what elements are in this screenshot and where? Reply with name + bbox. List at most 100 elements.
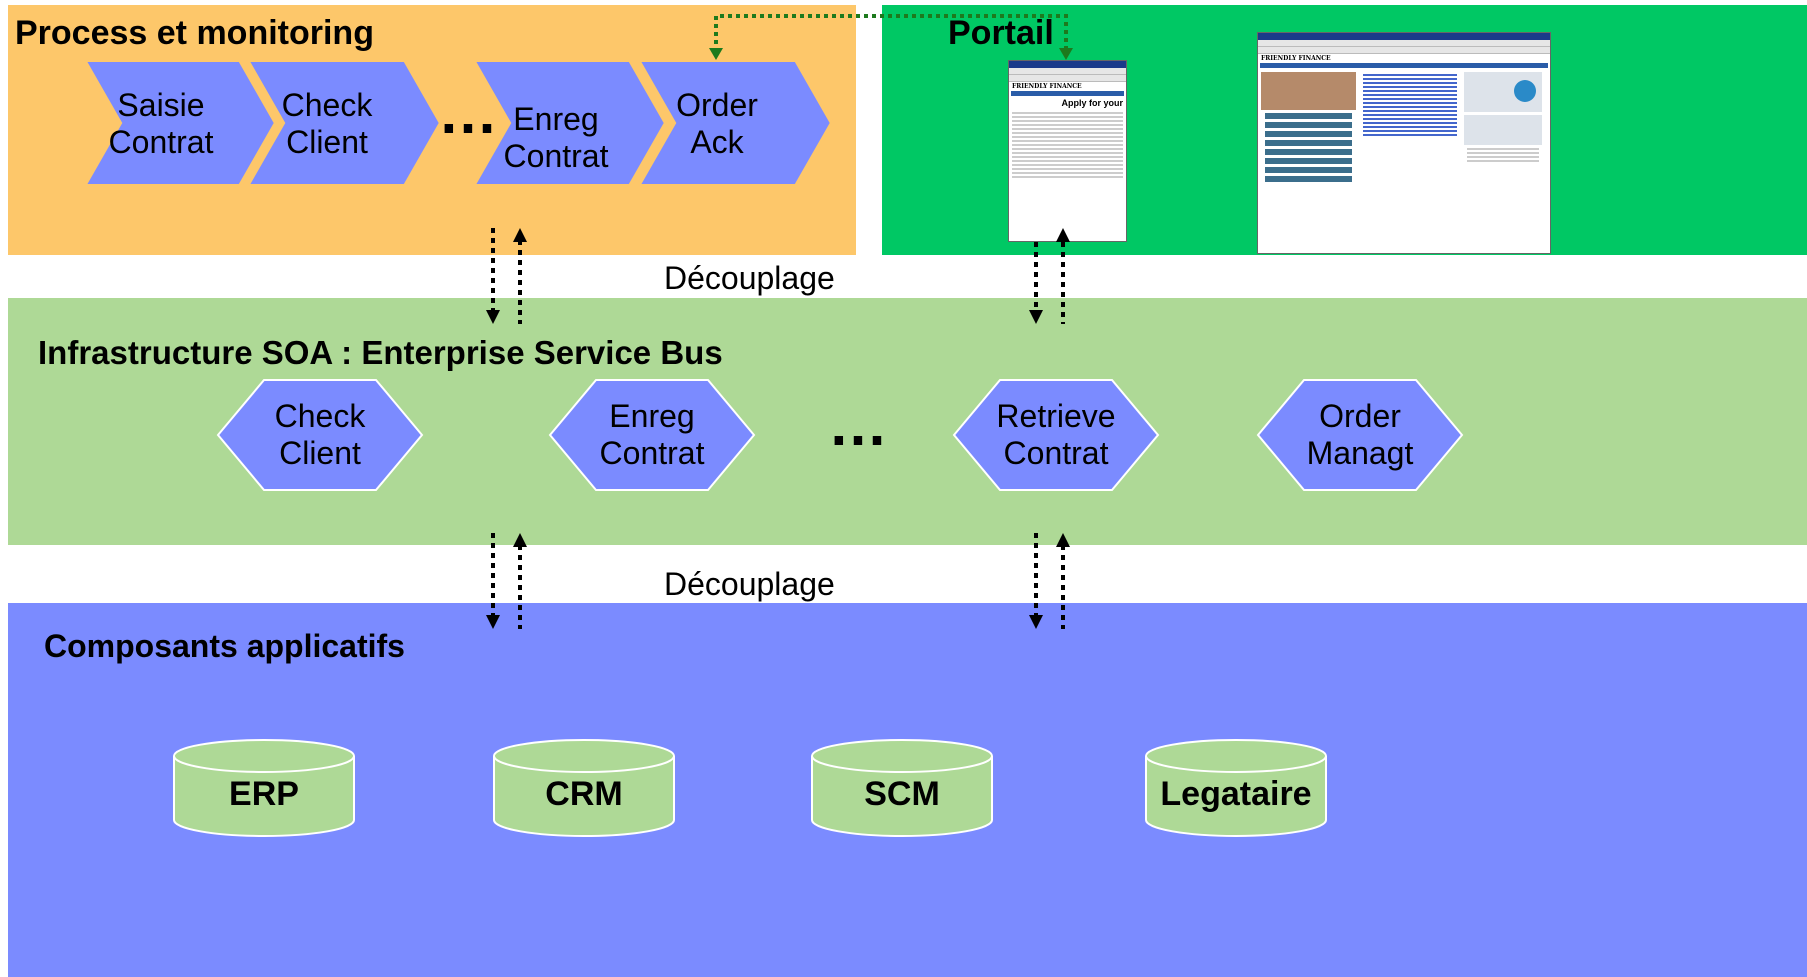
screenshot-small-form-line [1012, 164, 1123, 166]
screenshot-large-news-line [1363, 90, 1457, 92]
process-step-enreg-line1: Enreg [513, 101, 599, 138]
screenshot-small-brand: FRIENDLY FINANCE [1012, 83, 1082, 90]
process-step-check: Check Client [262, 84, 392, 164]
screenshot-large-nav-item [1265, 158, 1352, 164]
esb-service-order-line1: Order [1319, 398, 1401, 435]
esb-service-check: Check Client [240, 395, 400, 475]
screenshot-large-news-line [1363, 126, 1457, 128]
screenshot-large-news-line [1363, 106, 1457, 108]
esb-service-retrieve-line1: Retrieve [996, 398, 1116, 435]
screenshot-large-addressbar [1258, 47, 1550, 54]
arrowhead-down [486, 615, 500, 629]
screenshot-large-brand: FRIENDLY FINANCE [1261, 55, 1331, 62]
screenshot-small-form-line [1012, 124, 1123, 126]
screenshot-small-form-line [1012, 132, 1123, 134]
screenshot-small-form-line [1012, 128, 1123, 130]
process-step-enreg: Enreg Contrat [490, 98, 622, 178]
portal-screenshot-large: FRIENDLY FINANCE [1257, 32, 1551, 254]
process-step-shape-saisie [80, 58, 279, 188]
screenshot-large-news-line [1363, 110, 1457, 112]
screenshot-small-menubar [1009, 68, 1126, 75]
connector-arrowhead-left [709, 48, 723, 60]
screenshot-large-columns [1258, 68, 1550, 189]
screenshot-large-nav-item [1265, 113, 1352, 119]
process-step-order: Order Ack [652, 84, 782, 164]
screenshot-large-middle-column [1360, 72, 1460, 185]
screenshot-large-rate-line [1467, 148, 1539, 150]
esb-service-enreg: Enreg Contrat [572, 395, 732, 475]
screenshot-small-titlebar [1009, 61, 1126, 68]
screenshot-small-form-line [1012, 116, 1123, 118]
screenshot-large-news-line [1363, 134, 1457, 136]
screenshot-large-news-line [1363, 114, 1457, 116]
screenshot-large-rate-line [1467, 152, 1539, 154]
process-step-shape-check [243, 58, 444, 188]
screenshot-large-nav [1260, 63, 1548, 68]
arrowhead-up [513, 228, 527, 242]
screenshot-small-heading: Apply for your [1061, 98, 1123, 108]
decoupling-label-top: Découplage [664, 260, 835, 296]
esb-title: Infrastructure SOA : Enterprise Service … [38, 334, 723, 371]
screenshot-small-form-line [1012, 172, 1123, 174]
screenshot-large-rate-badge [1514, 80, 1536, 102]
screenshot-large-right-column [1464, 72, 1542, 185]
screenshot-large-news-line [1363, 122, 1457, 124]
esb-service-shape-order [1256, 379, 1464, 491]
esb-service-shape-check [216, 379, 424, 491]
screenshot-large-menubar [1258, 40, 1550, 47]
esb-service-check-line2: Client [279, 435, 361, 471]
cylinder-scm [811, 739, 993, 837]
process-step-check-line1: Check [281, 87, 373, 124]
screenshot-large-news-line [1363, 102, 1457, 104]
cylinder-legataire [1145, 739, 1327, 837]
screenshot-large-rate-line [1467, 156, 1539, 158]
cylinder-erp [173, 739, 355, 837]
screenshot-large-titlebar [1258, 33, 1550, 40]
process-step-saisie-line1: Saisie [117, 87, 205, 124]
screenshot-large-news-line [1363, 130, 1457, 132]
screenshot-large-news-line [1363, 74, 1457, 76]
esb-service-retrieve: Retrieve Contrat [976, 395, 1136, 475]
screenshot-large-nav-item [1265, 131, 1352, 137]
screenshot-large-nav-item [1265, 149, 1352, 155]
screenshot-small-form-line [1012, 168, 1123, 170]
process-step-enreg-line2: Contrat [503, 138, 609, 174]
process-step-order-line2: Ack [690, 124, 744, 160]
screenshot-large-nav-item [1265, 167, 1352, 173]
process-step-shape-order [634, 58, 835, 188]
screenshot-small-addressbar [1009, 75, 1126, 82]
screenshot-large-news-line [1363, 94, 1457, 96]
process-step-saisie-line2: Contrat [108, 124, 214, 160]
screenshot-large-credit-panel [1464, 115, 1542, 145]
arrowhead-up [1056, 228, 1070, 242]
process-step-shape-enreg [469, 58, 669, 188]
connector-arrowhead-right [1059, 48, 1073, 60]
esb-service-enreg-line2: Contrat [599, 435, 705, 471]
cylinder-crm [493, 739, 675, 837]
esb-service-shape-retrieve [952, 379, 1160, 491]
component-legataire-label: Legataire [1160, 775, 1312, 814]
decoupling-label-bottom: Découplage [664, 566, 835, 602]
screenshot-large-nav-item [1265, 140, 1352, 146]
screenshot-small-form-line [1012, 140, 1123, 142]
esb-service-order-line2: Managt [1306, 435, 1414, 471]
process-ellipsis: … [438, 79, 504, 146]
esb-ellipsis: … [828, 391, 894, 458]
screenshot-small-form-line [1012, 144, 1123, 146]
esb-service-retrieve-line2: Contrat [1003, 435, 1109, 471]
esb-service-order: Order Managt [1280, 395, 1440, 475]
screenshot-small-nav [1011, 91, 1124, 96]
screenshot-large-rate-line [1467, 160, 1539, 162]
screenshot-small-form-line [1012, 160, 1123, 162]
screenshot-small-form-line [1012, 120, 1123, 122]
portal-screenshot-small: FRIENDLY FINANCE Apply for your [1008, 60, 1127, 242]
component-erp-label: ERP [229, 775, 299, 814]
screenshot-small-form-line [1012, 176, 1123, 178]
screenshot-large-nav-item [1265, 122, 1352, 128]
arrowhead-down [1029, 615, 1043, 629]
esb-service-check-line1: Check [274, 398, 366, 435]
